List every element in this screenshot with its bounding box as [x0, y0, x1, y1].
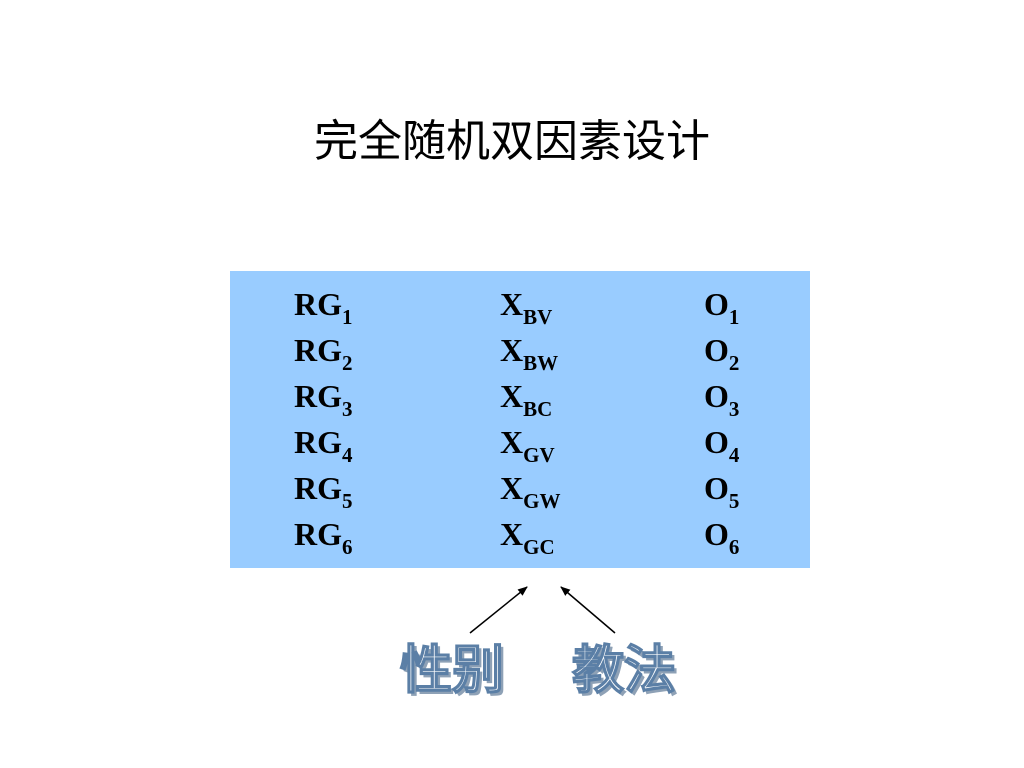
group-cell-symbol: RG — [294, 470, 342, 506]
treatment-cell: XGW — [500, 465, 560, 515]
gender-arrow — [469, 586, 528, 634]
observation-cell-symbol: O — [704, 424, 729, 460]
treatment-cell: XBC — [500, 373, 552, 423]
group-cell-subscript: 4 — [342, 443, 353, 467]
observation-cell: O4 — [704, 419, 739, 469]
observation-cell-subscript: 1 — [728, 305, 740, 329]
observation-cell-subscript: 2 — [728, 351, 740, 375]
observation-cell: O5 — [704, 465, 739, 515]
observation-cell: O2 — [704, 327, 739, 377]
observation-cell: O6 — [704, 511, 739, 561]
treatment-cell-subscript: BV — [523, 305, 553, 329]
treatment-cell-symbol: X — [500, 424, 524, 460]
treatment-cell-subscript: GW — [523, 489, 561, 513]
group-cell-subscript: 3 — [342, 397, 353, 421]
observation-cell-symbol: O — [704, 378, 729, 414]
group-cell: RG2 — [294, 327, 353, 377]
treatment-cell-symbol: X — [500, 332, 524, 368]
observation-cell-subscript: 3 — [728, 397, 740, 421]
group-cell-symbol: RG — [294, 332, 342, 368]
treatment-cell-subscript: GV — [523, 443, 555, 467]
observation-cell-subscript: 5 — [728, 489, 740, 513]
treatment-cell-subscript: BC — [523, 397, 553, 421]
slide-title: 完全随机双因素设计 — [314, 116, 710, 167]
observation-cell: O3 — [704, 373, 739, 423]
observation-cell-symbol: O — [704, 332, 729, 368]
group-cell: RG4 — [294, 419, 353, 469]
group-cell: RG5 — [294, 465, 353, 515]
treatment-cell-symbol: X — [500, 516, 524, 552]
observation-cell: O1 — [704, 281, 739, 331]
group-cell-symbol: RG — [294, 378, 342, 414]
group-cell-subscript: 2 — [342, 351, 353, 375]
observation-cell-symbol: O — [704, 516, 729, 552]
treatment-cell: XGC — [500, 511, 555, 561]
observation-cell-subscript: 6 — [728, 535, 740, 559]
group-cell: RG6 — [294, 511, 353, 561]
factor-label-teaching-method: 教法 — [571, 640, 677, 702]
treatment-cell: XGV — [500, 419, 555, 469]
group-cell-symbol: RG — [294, 424, 342, 460]
treatment-cell: XBW — [500, 327, 558, 377]
group-cell: RG3 — [294, 373, 353, 423]
factor-label-gender: 性别 — [399, 640, 505, 702]
method-arrow — [560, 586, 616, 634]
treatment-cell-symbol: X — [500, 286, 524, 322]
group-cell-subscript: 6 — [342, 535, 353, 559]
treatment-cell-symbol: X — [500, 378, 524, 414]
group-cell-subscript: 5 — [342, 489, 353, 513]
group-cell-subscript: 1 — [342, 305, 353, 329]
group-cell-symbol: RG — [294, 516, 342, 552]
treatment-cell-subscript: BW — [523, 351, 559, 375]
observation-cell-subscript: 4 — [728, 443, 740, 467]
treatment-cell-subscript: GC — [523, 535, 555, 559]
group-cell-symbol: RG — [294, 286, 342, 322]
group-cell: RG1 — [294, 281, 353, 331]
observation-cell-symbol: O — [704, 286, 729, 322]
treatment-cell: XBV — [500, 281, 552, 331]
observation-cell-symbol: O — [704, 470, 729, 506]
treatment-cell-symbol: X — [500, 470, 524, 506]
